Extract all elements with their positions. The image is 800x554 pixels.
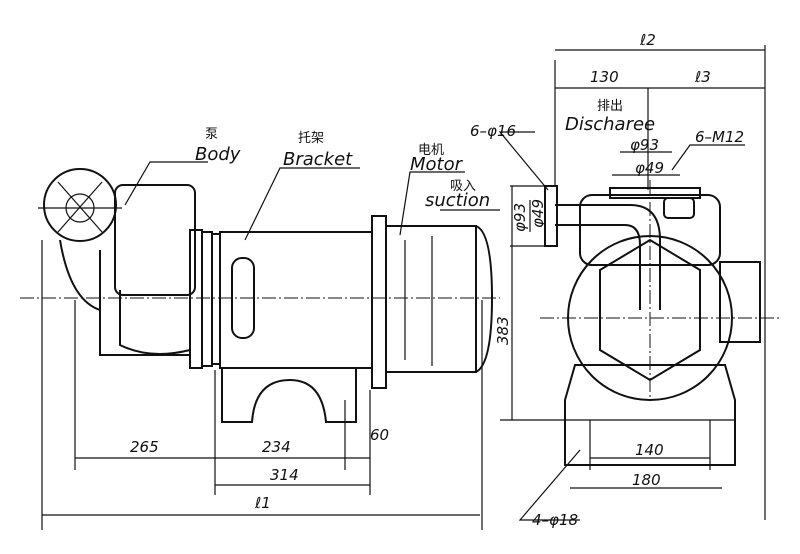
dim-180: 180 (632, 471, 661, 489)
dim-383: 383 (494, 316, 512, 345)
flange-2 (201, 231, 213, 367)
dim-phi93-vertical: φ93 (511, 203, 529, 232)
dim-234: 234 (262, 438, 291, 456)
end-view (498, 45, 766, 521)
pump-lower (119, 290, 191, 355)
flange-3 (211, 233, 221, 365)
suction-label: suction (425, 190, 490, 211)
dim-60: 60 (370, 426, 389, 444)
suction-label-cn: 吸入 (450, 179, 476, 194)
bracket-label-cn: 托架 (298, 131, 324, 146)
dim-phi49-vertical: φ49 (529, 199, 547, 228)
bracket-window (231, 257, 255, 339)
motor-label-cn: 电机 (418, 143, 444, 158)
dim-314: 314 (270, 466, 299, 484)
dim-6-m12: 6–M12 (695, 128, 744, 146)
discharge-label: Discharee (565, 114, 655, 135)
motor-body (385, 225, 477, 373)
motor-end-cap (475, 225, 494, 373)
bracket-housing (219, 231, 373, 369)
dim-265: 265 (130, 438, 159, 456)
dim-4-phi18: 4–φ18 (532, 511, 578, 529)
body-label: Body (195, 144, 241, 165)
motor-flange (371, 215, 387, 389)
side-dimensions (41, 240, 483, 530)
dim-l3: ℓ3 (694, 68, 711, 86)
dim-130: 130 (590, 68, 619, 86)
dim-l1: ℓ1 (254, 494, 271, 512)
motor-label: Motor (410, 154, 464, 175)
pump-volute (38, 168, 191, 356)
body-label-cn: 泵 (205, 127, 218, 142)
dim-6-phi16: 6–φ16 (470, 122, 516, 140)
body-leader (124, 161, 208, 206)
pump-body (114, 184, 196, 296)
dim-phi49: φ49 (635, 159, 664, 177)
bracket-label: Bracket (283, 149, 353, 170)
motor-leader (399, 171, 465, 236)
bracket-leader (244, 167, 360, 241)
dim-140: 140 (635, 441, 664, 459)
dim-phi93: φ93 (630, 136, 659, 154)
dim-l2: ℓ2 (639, 31, 656, 49)
base-foot (221, 368, 357, 423)
discharge-label-cn: 排出 (597, 99, 623, 114)
